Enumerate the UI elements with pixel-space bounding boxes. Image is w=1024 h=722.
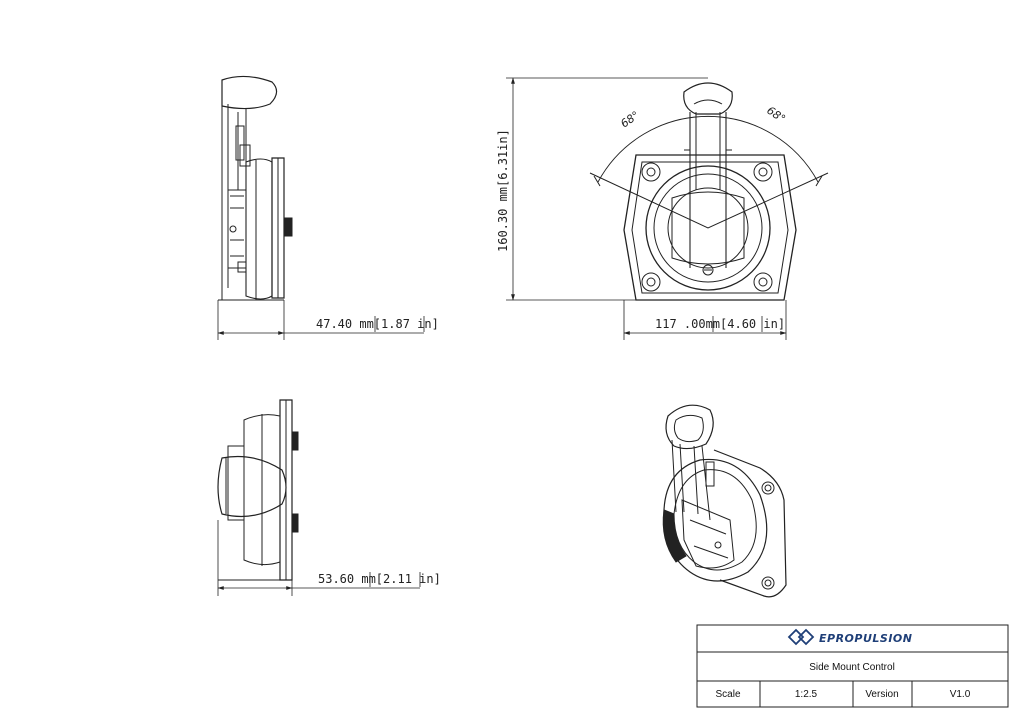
version-value: V1.0 xyxy=(950,689,971,700)
side-view xyxy=(218,75,293,301)
top-width-dimension xyxy=(217,520,421,596)
scale-label: Scale xyxy=(715,689,740,700)
front-height-label: 160.30 mm[6.31in] xyxy=(496,129,510,252)
isometric-view xyxy=(662,404,787,598)
angle-right-label: 68° xyxy=(764,104,787,126)
epropulsion-logo-icon xyxy=(787,628,815,646)
side-width-label: 47.40 mm[1.87 in] xyxy=(316,317,439,331)
angle-left-label: 68° xyxy=(618,109,641,131)
drawing-title: Side Mount Control xyxy=(809,662,895,673)
front-height-dimension xyxy=(506,77,708,301)
version-label: Version xyxy=(865,689,898,700)
top-view xyxy=(217,399,299,581)
top-width-label: 53.60 mm[2.11 in] xyxy=(318,572,441,586)
title-block xyxy=(696,624,1009,708)
scale-value: 1:2.5 xyxy=(795,689,818,700)
side-width-dimension xyxy=(217,300,425,340)
brand-name: EPROPULSION xyxy=(819,632,912,645)
front-view xyxy=(589,82,829,301)
front-width-dimension xyxy=(623,300,787,340)
front-width-label: 117 .00mm[4.60 in] xyxy=(655,317,785,331)
